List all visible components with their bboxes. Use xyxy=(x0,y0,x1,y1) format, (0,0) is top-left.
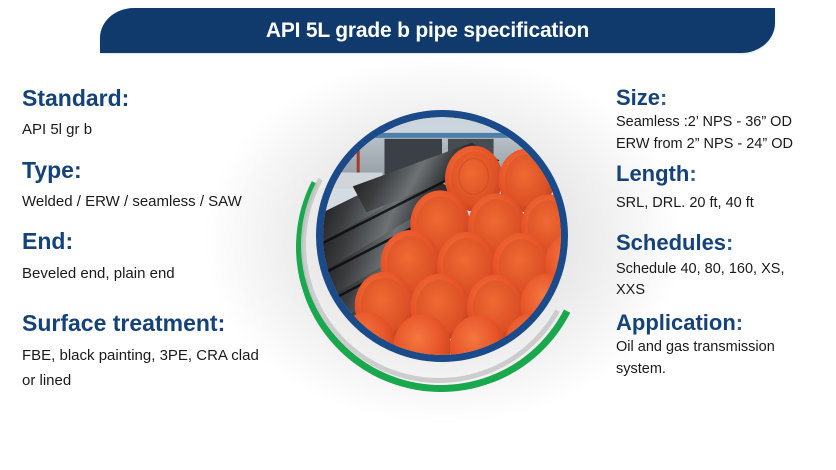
spec-heading-schedules-text: Schedules xyxy=(616,229,727,255)
spec-value-end: Beveled end, plain end xyxy=(22,264,175,282)
spec-value-size-line1: Seamless :2’ NPS - 36” OD xyxy=(616,114,792,131)
spec-block-schedules: Schedules: Schedule 40, 80, 160, XS, XXS xyxy=(616,229,831,303)
right-spec-column: Size: Seamless :2’ NPS - 36” OD ERW from… xyxy=(616,84,831,383)
pipe-photo-container xyxy=(258,64,624,430)
spec-heading-standard: Standard: xyxy=(22,85,130,111)
spec-value-type: Welded / ERW / seamless / SAW xyxy=(22,193,242,211)
left-spec-column: Standard: API 5l gr b Type: Welded / ERW… xyxy=(22,84,312,394)
spec-heading-surface-treatment: Surface treatment: xyxy=(22,310,226,337)
title-banner: API 5L grade b pipe specification xyxy=(100,8,775,53)
spec-value-application-line2: system. xyxy=(616,361,666,378)
spec-value-schedules-line1: Schedule 40, 80, 160, XS, xyxy=(616,260,785,277)
page-title: API 5L grade b pipe specification xyxy=(265,18,590,42)
spec-heading-length: Length: xyxy=(616,160,831,188)
spec-heading-end: End: xyxy=(22,228,74,255)
spec-heading-size-colon: : xyxy=(660,85,668,110)
spec-value-length: SRL, DRL. 20 ft, 40 ft xyxy=(616,194,754,211)
spec-value-surface-treatment-line2: or lined xyxy=(22,371,72,389)
spec-heading-application-colon: : xyxy=(735,310,744,336)
spec-heading-type: Type: xyxy=(22,156,82,183)
spec-heading-length-text: Length xyxy=(616,160,690,186)
spec-heading-schedules: Schedules: xyxy=(616,229,831,257)
spec-block-size: Size: Seamless :2’ NPS - 36” OD ERW from… xyxy=(616,84,831,156)
photo-clip xyxy=(323,117,561,355)
spec-block-end: End: Beveled end, plain end xyxy=(22,227,312,285)
spec-value-schedules-line2: XXS xyxy=(616,282,646,299)
spec-block-length: Length: SRL, DRL. 20 ft, 40 ft xyxy=(616,160,831,215)
spec-block-surface-treatment: Surface treatment: FBE, black painting, … xyxy=(22,309,312,392)
spec-heading-size: Size: xyxy=(616,84,831,112)
spec-heading-schedules-colon: : xyxy=(726,229,734,255)
spec-value-standard: API 5l gr b xyxy=(22,121,93,139)
pipe-stack-photo xyxy=(323,117,561,355)
spec-value-application-line1: Oil and gas transmission xyxy=(616,339,775,356)
spec-block-type: Type: Welded / ERW / seamless / SAW xyxy=(22,156,312,214)
spec-heading-length-colon: : xyxy=(689,160,697,186)
photo-circle-frame xyxy=(316,110,568,362)
spec-heading-size-text: Size xyxy=(616,85,661,110)
spec-heading-application: Application: xyxy=(616,309,831,337)
spec-block-standard: Standard: API 5l gr b xyxy=(22,84,312,142)
spec-heading-application-text: Application xyxy=(616,310,736,336)
spec-value-surface-treatment-line1: FBE, black painting, 3PE, CRA clad xyxy=(22,346,259,364)
spec-block-application: Application: Oil and gas transmission sy… xyxy=(616,309,831,381)
spec-value-size-line2: ERW from 2” NPS - 24” OD xyxy=(616,135,793,152)
